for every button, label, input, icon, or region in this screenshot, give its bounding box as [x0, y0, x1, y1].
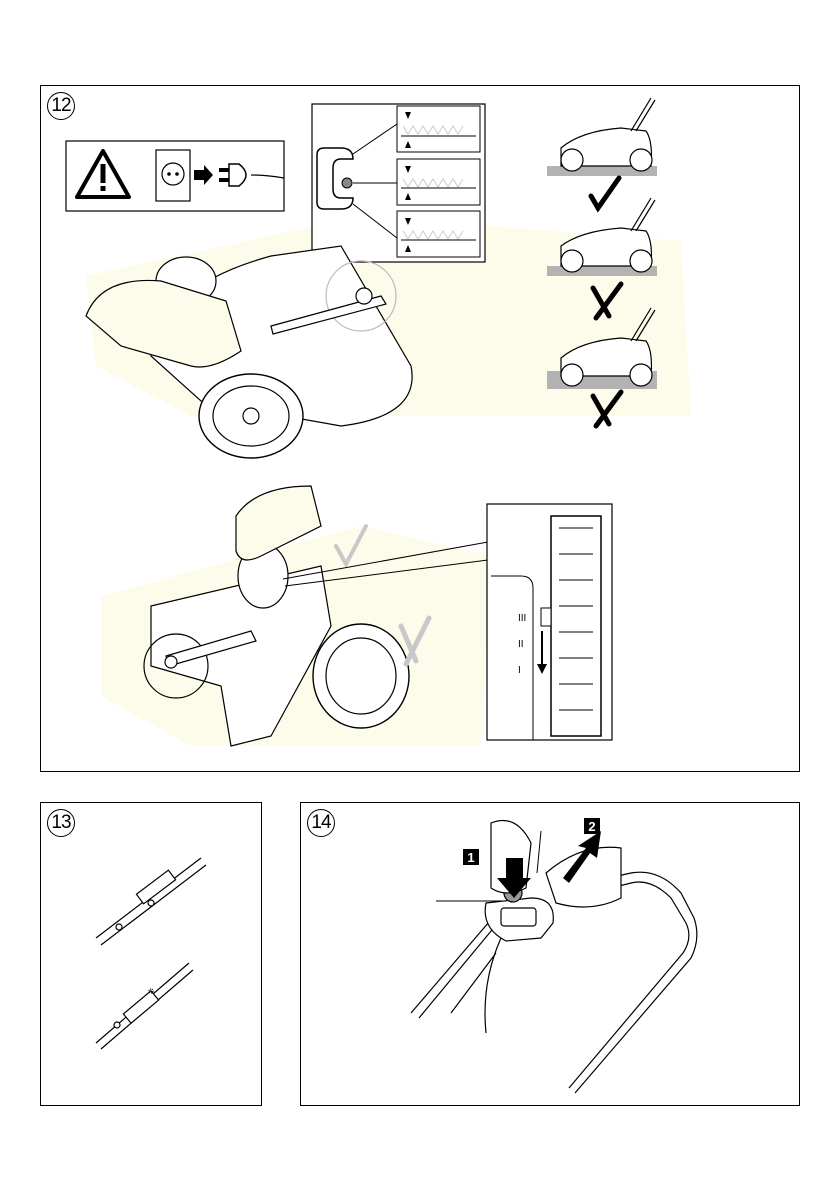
svg-text:2: 2 — [588, 819, 595, 834]
height-level-1: I — [518, 665, 521, 676]
figure-14: 14 1 2 — [300, 802, 800, 1106]
height-level-2: II — [518, 639, 524, 650]
wheel-height-detail: III II I — [487, 504, 612, 740]
handle-bar-lower — [96, 963, 193, 1049]
figure-12: 12 — [40, 85, 800, 772]
leader-line — [537, 831, 541, 873]
handle-bar-upper — [96, 858, 206, 945]
figure-12-drawing: III II I — [41, 86, 801, 773]
figure-13-drawing — [41, 803, 263, 1107]
step-2-marker: 2 — [584, 818, 600, 834]
unplug-warning-box — [66, 141, 284, 211]
handle-frame — [411, 872, 697, 1093]
figure-14-drawing: 1 2 — [301, 803, 801, 1107]
step-1-marker: 1 — [463, 849, 479, 865]
height-lever-detail — [312, 104, 485, 262]
figure-13: 13 — [40, 802, 262, 1106]
mower-side-correct — [547, 98, 657, 176]
check-icon — [591, 178, 619, 208]
height-level-3: III — [518, 613, 526, 624]
svg-text:1: 1 — [467, 850, 474, 865]
switch-box — [485, 884, 553, 941]
